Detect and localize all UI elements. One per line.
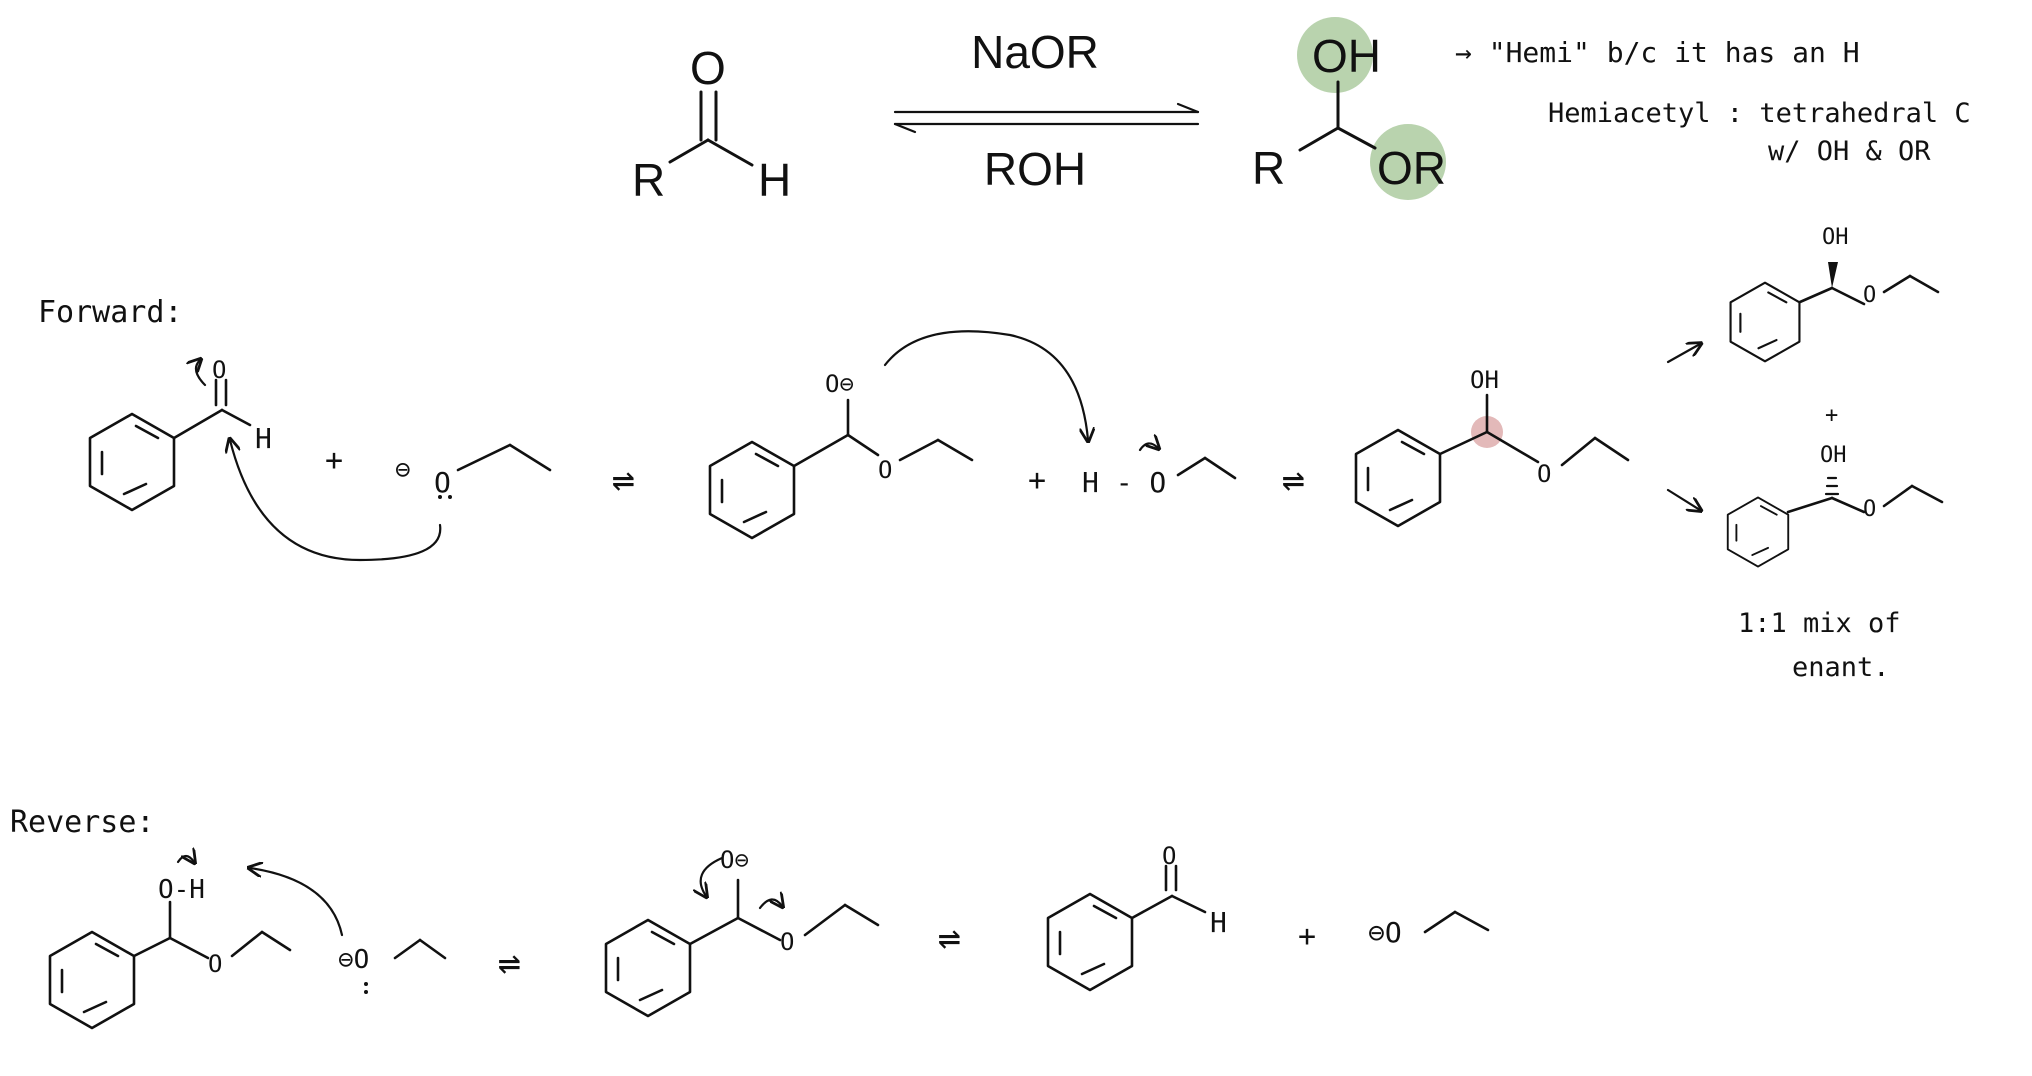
top-hemiacetal-OH: OH (1312, 30, 1381, 82)
reverse-benzaldehyde: O H (1046, 842, 1227, 992)
forward-hemiacetal-ether-O: O (1537, 460, 1551, 488)
reverse-label: Reverse: (10, 805, 155, 840)
enantiomer-wedge: OH O (1729, 225, 1940, 363)
mix-line2: enant. (1792, 652, 1890, 683)
reverse-intermediate-O: O⊖ (720, 846, 749, 874)
note-line1: → "Hemi" b/c it has an H (1455, 36, 1860, 69)
top-equilibrium-arrow: NaOR ROH (893, 26, 1200, 195)
reverse-intermediate-ether-O: O (780, 928, 794, 956)
top-aldehyde-O: O (690, 42, 726, 94)
forward-benzaldehyde: O H (88, 356, 272, 512)
enant-bottom-OH: OH (1820, 443, 1847, 468)
reverse-ethoxide-product: ⊖O (1368, 916, 1402, 949)
reverse-hemiacetal-OH: O-H (158, 875, 205, 905)
forward-plus1: + (325, 443, 343, 478)
reverse-ethoxide: ⊖O (250, 868, 447, 994)
note-line2: Hemiacetyl : tetrahedral C (1548, 98, 1971, 129)
top-hemiacetal-OR: OR (1377, 142, 1446, 194)
top-aldehyde-H: H (758, 154, 791, 206)
forward-hemiacetal-OH: OH (1470, 366, 1499, 394)
forward-hemiacetal: OH O (1354, 366, 1630, 528)
reverse-plus: + (1298, 919, 1316, 954)
forward-plus2: + (1028, 463, 1046, 498)
hemiacetal-notes: → "Hemi" b/c it has an H Hemiacetyl : te… (1455, 36, 1971, 167)
forward-alkoxide-intermediate: O⊖ O (708, 330, 1088, 540)
highlight-OR (1370, 124, 1446, 200)
forward-ethoxide-O: O (434, 466, 451, 499)
reverse-aldehyde-H: H (1210, 906, 1227, 939)
forward-aldehyde-O: O (212, 356, 226, 384)
enant-bottom-O: O (1863, 497, 1876, 522)
mix-line1: 1:1 mix of (1738, 608, 1901, 639)
top-hemiacetal-R: R (1252, 142, 1285, 194)
forward-ethoxide: ⊖ O (230, 440, 552, 562)
forward-intermediate-O: O⊖ (825, 370, 854, 398)
forward-ethanol-text: H - O (1082, 466, 1166, 499)
reagent-bottom: ROH (984, 143, 1086, 195)
arrow-to-enant-top (1666, 344, 1700, 364)
reverse-ethoxide-product: ⊖O (1368, 910, 1490, 949)
top-hemiacetal: OH R OR (1252, 17, 1446, 200)
reverse-alkoxide-intermediate: O⊖ O (604, 846, 880, 1018)
enant-top-OH: OH (1822, 225, 1849, 250)
enantiomer-dash: OH O (1726, 443, 1944, 568)
reverse-hemiacetal-ether-O: O (208, 950, 222, 978)
top-aldehyde: O R H (632, 42, 791, 206)
reverse-hemiacetal: O-H O (48, 856, 292, 1030)
forward-equilibrium-2: ⇌ (1282, 457, 1305, 501)
forward-intermediate-ether-O: O (878, 456, 892, 484)
reverse-ethoxide: ⊖O (338, 945, 369, 975)
highlight-OH (1297, 17, 1373, 93)
enant-plus: + (1825, 403, 1838, 428)
enant-top-O: O (1863, 283, 1876, 308)
top-aldehyde-R: R (632, 154, 665, 206)
reverse-equilibrium-1: ⇌ (498, 940, 521, 984)
forward-ethoxide-charge: ⊖ (395, 455, 411, 485)
note-line3: w/ OH & OR (1768, 136, 1931, 167)
forward-equilibrium-1: ⇌ (612, 457, 635, 501)
reverse-equilibrium-2: ⇌ (938, 915, 961, 959)
forward-aldehyde-H: H (255, 422, 272, 455)
reagent-top: NaOR (971, 26, 1099, 78)
arrow-to-enant-bottom (1666, 488, 1700, 510)
reverse-aldehyde-O: O (1162, 842, 1176, 870)
forward-ethanol: H - O (1082, 443, 1237, 499)
forward-label: Forward: (38, 295, 183, 330)
